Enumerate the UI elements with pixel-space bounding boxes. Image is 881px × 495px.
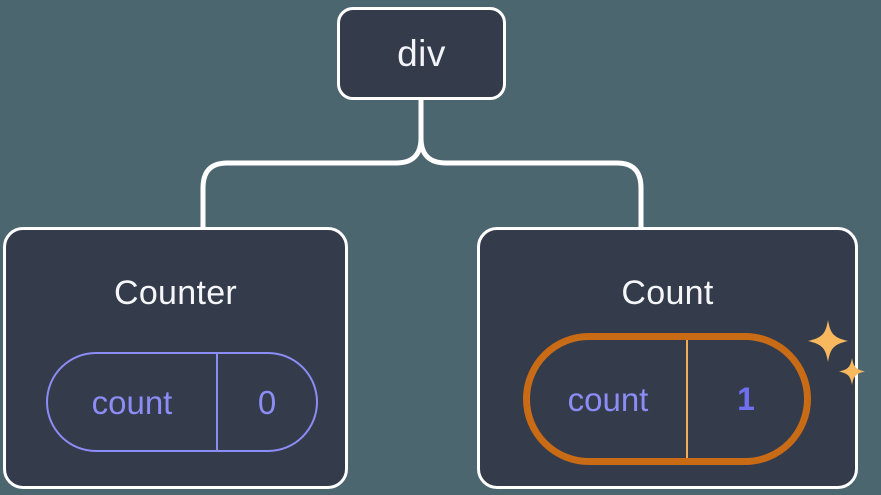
state-pill-counter[interactable]: count 0 [46, 352, 318, 452]
component-card-counter[interactable]: Counter count 0 [3, 227, 348, 489]
sparkle-large-icon [808, 320, 848, 362]
sparkles-group [808, 320, 865, 385]
node-root-label: div [397, 33, 446, 74]
connector-left [200, 97, 424, 230]
component-title-count: Count [621, 274, 714, 312]
component-card-count[interactable]: Count count 1 [477, 227, 865, 489]
connector-right [418, 97, 644, 230]
node-root-div[interactable]: div [337, 7, 506, 100]
sparkle-small-icon [839, 358, 865, 385]
state-value-label: 1 [737, 381, 755, 417]
state-value-cell: 0 [218, 354, 316, 450]
state-value-label: 0 [257, 383, 277, 421]
state-pill-count[interactable]: count 1 [528, 338, 806, 460]
state-key-cell: count [48, 354, 218, 450]
state-key-label: count [567, 380, 649, 418]
state-pill-count-highlight[interactable]: count 1 [523, 333, 811, 465]
state-key-cell: count [530, 340, 688, 458]
state-value-cell: 1 [688, 340, 804, 458]
state-key-label: count [91, 383, 173, 421]
component-title-counter: Counter [113, 274, 238, 312]
